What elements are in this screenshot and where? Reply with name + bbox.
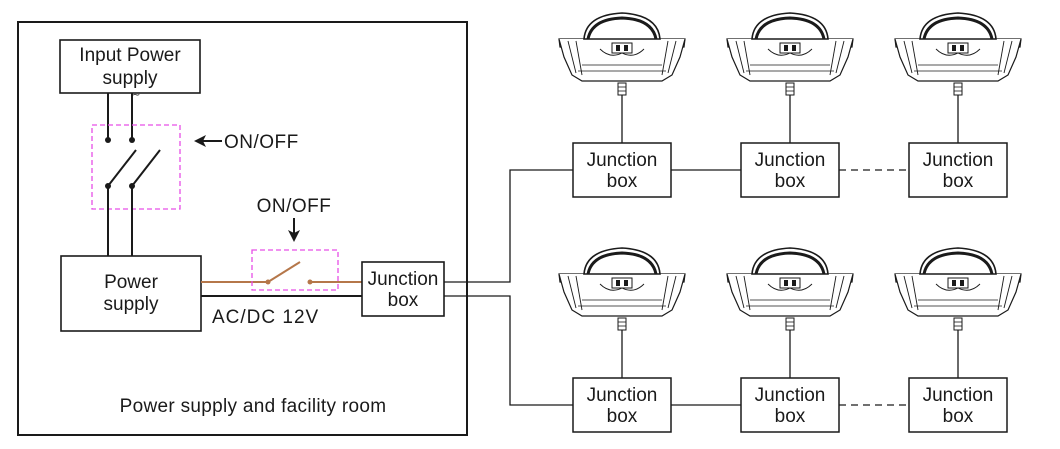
main-switch-icon bbox=[105, 137, 161, 189]
input-power-supply-label-line1: Input Power bbox=[79, 45, 181, 66]
junction-box-main-label-line2: box bbox=[388, 290, 419, 311]
arrow-down-icon bbox=[288, 218, 300, 242]
facility-room-frame bbox=[17, 21, 468, 436]
input-power-supply-box bbox=[59, 39, 201, 94]
junction-box-bottom-1-line2: box bbox=[607, 406, 638, 427]
svg-text:~: ~ bbox=[132, 90, 140, 101]
junction-box-bottom-3 bbox=[908, 377, 1008, 433]
underwater-light-icon bbox=[557, 11, 687, 97]
junction-box-main-label-line1: Junction bbox=[368, 269, 439, 290]
voltage-label: AC/DC 12V bbox=[212, 307, 319, 328]
junction-box-top-3-line2: box bbox=[943, 171, 974, 192]
secondary-switch-label: ON/OFF bbox=[257, 196, 332, 217]
underwater-light-icon bbox=[725, 246, 855, 332]
junction-box-top-2-line1: Junction bbox=[755, 150, 826, 171]
facility-room-caption: Power supply and facility room bbox=[120, 396, 387, 417]
junction-box-bottom-3-line1: Junction bbox=[923, 385, 994, 406]
junction-box-bottom-1 bbox=[572, 377, 672, 433]
secondary-switch-dashed-box bbox=[251, 249, 339, 291]
junction-box-top-3 bbox=[908, 142, 1008, 198]
power-supply-label-line2: supply bbox=[104, 294, 159, 315]
junction-box-top-1-line1: Junction bbox=[587, 150, 658, 171]
junction-box-main bbox=[361, 261, 445, 317]
junction-box-bottom-3-line2: box bbox=[943, 406, 974, 427]
junction-box-top-2-line2: box bbox=[775, 171, 806, 192]
junction-box-top-1-line2: box bbox=[607, 171, 638, 192]
underwater-light-icon bbox=[557, 246, 687, 332]
junction-box-bottom-1-line1: Junction bbox=[587, 385, 658, 406]
input-power-supply-label-line2: supply bbox=[103, 68, 158, 89]
main-switch-dashed-box bbox=[91, 124, 181, 210]
junction-box-bottom-2-line1: Junction bbox=[755, 385, 826, 406]
junction-box-bottom-2-line2: box bbox=[775, 406, 806, 427]
underwater-light-icon bbox=[725, 11, 855, 97]
junction-box-top-2 bbox=[740, 142, 840, 198]
junction-box-bottom-2 bbox=[740, 377, 840, 433]
lamp-row-bottom bbox=[557, 246, 1023, 378]
main-switch-label: ON/OFF bbox=[224, 132, 299, 153]
lamp-row-top bbox=[557, 11, 1023, 143]
underwater-light-icon bbox=[893, 11, 1023, 97]
arrow-left-icon bbox=[194, 135, 222, 147]
underwater-light-icon bbox=[893, 246, 1023, 332]
power-supply-label-line1: Power bbox=[104, 272, 159, 293]
secondary-switch-icon bbox=[265, 261, 313, 285]
power-supply-box bbox=[60, 255, 202, 332]
junction-box-top-3-line1: Junction bbox=[923, 150, 994, 171]
